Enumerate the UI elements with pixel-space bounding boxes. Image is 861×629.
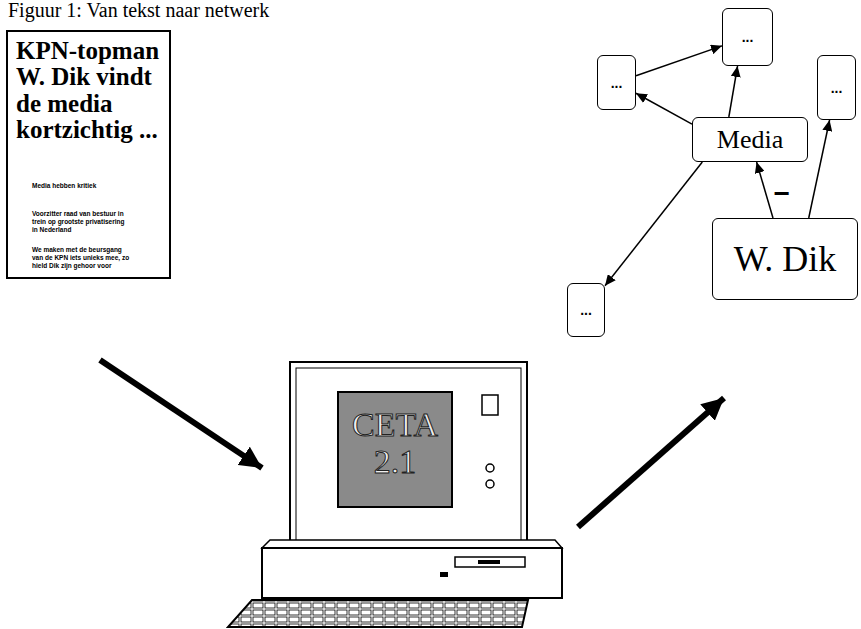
base-top <box>262 540 562 548</box>
relation-arrow <box>636 93 692 124</box>
flow-arrow <box>578 398 724 527</box>
monitor <box>290 362 527 548</box>
node-ellipsis: ... <box>831 81 843 95</box>
monitor-knob <box>486 480 494 488</box>
article-text: Voorzitter raad van bestuur in trein op … <box>32 210 132 234</box>
node-ellipsis: ... <box>580 303 592 317</box>
article-text: We maken met de beursgang van de KPN iet… <box>32 246 132 270</box>
relation-arrow <box>605 162 702 286</box>
node-ellipsis: ... <box>611 76 623 90</box>
monitor-bezel <box>296 368 521 542</box>
node-ellipsis: ... <box>742 30 754 44</box>
news-article: KPN-topman W. Dik vindt de media kortzic… <box>6 30 171 279</box>
network-node: ... <box>567 283 605 337</box>
keyboard <box>228 600 528 627</box>
node-label: W. Dik <box>734 238 837 280</box>
relation-arrow <box>757 162 773 218</box>
headline: KPN-topman W. Dik vindt de media kortzic… <box>16 38 161 143</box>
drive-slot <box>455 557 525 567</box>
network-node: ... <box>722 8 773 66</box>
screen-text: CETA 2.1 <box>340 394 450 505</box>
figure-title: Figuur 1: Van tekst naar netwerk <box>8 0 269 20</box>
article-text: Media hebben kritiek <box>32 182 132 190</box>
network-node: ... <box>817 55 856 120</box>
base-unit <box>262 548 562 598</box>
node-label: Media <box>717 125 783 155</box>
power-light <box>440 572 448 577</box>
relation-arrow <box>809 120 830 218</box>
relation-arrow <box>636 46 722 76</box>
screen <box>338 392 452 507</box>
monitor-button <box>482 395 498 415</box>
monitor-knob <box>486 464 494 472</box>
relation-arrow <box>729 66 738 117</box>
network-node: Media <box>692 117 808 162</box>
network-node: ... <box>597 55 636 110</box>
network-node: W. Dik <box>712 218 858 300</box>
relation-sign: − <box>772 180 792 208</box>
flow-arrow <box>100 360 262 468</box>
drive-slot <box>478 560 500 564</box>
